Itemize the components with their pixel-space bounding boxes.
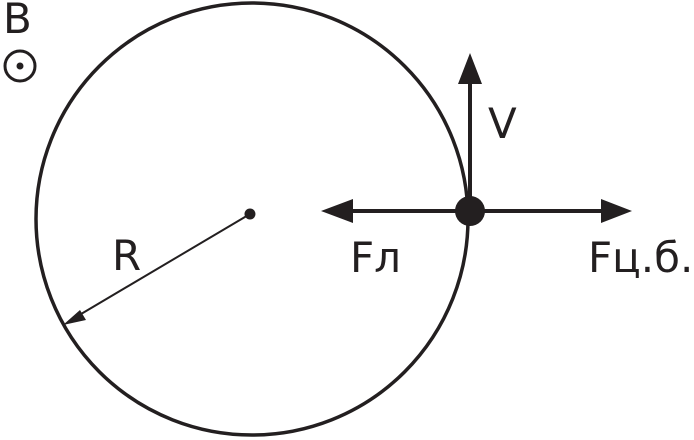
lorentz-force-label: Fл (350, 233, 401, 282)
velocity-label: V (488, 99, 517, 148)
field-label: B (3, 0, 32, 43)
centrifugal-force-label: Fц.б. (588, 233, 693, 282)
centrifugal-force-arrow (470, 199, 632, 223)
lorentz-force-arrow (321, 199, 470, 223)
particle (455, 196, 485, 226)
radius-arrow (63, 213, 251, 325)
out-of-page-dot-icon (3, 49, 37, 83)
radius-label: R (112, 231, 141, 280)
velocity-arrow (458, 53, 482, 211)
